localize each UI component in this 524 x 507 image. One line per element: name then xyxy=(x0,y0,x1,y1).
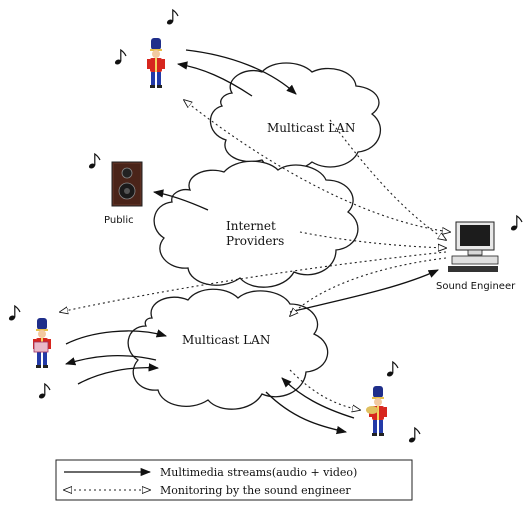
stream-arrow xyxy=(281,377,355,419)
stream-arrow xyxy=(265,391,348,435)
stream-arrow xyxy=(65,329,167,345)
drum-icon xyxy=(33,341,49,353)
cloud-bottom-label: Multicast LAN xyxy=(182,333,270,347)
music-note-icon xyxy=(385,361,399,379)
sound-engineer-label: Sound Engineer xyxy=(436,281,516,292)
stream-arrow xyxy=(77,363,160,385)
cloud-top-multicast-lan xyxy=(209,62,382,172)
monitoring-arrow xyxy=(60,251,447,312)
music-note-icon xyxy=(87,153,101,171)
stream-arrow xyxy=(289,269,439,313)
cloud-middle-label-line1: Internet xyxy=(226,219,276,233)
music-note-icon xyxy=(509,215,523,233)
legend-solid-label: Multimedia streams(audio + video) xyxy=(160,466,357,479)
music-note-icon xyxy=(37,383,51,401)
music-note-icon xyxy=(165,9,179,27)
public-label: Public xyxy=(104,215,134,226)
stream-arrow xyxy=(176,61,253,97)
legend-dotted-label: Monitoring by the sound engineer xyxy=(160,484,351,497)
music-note-icon xyxy=(113,49,127,67)
musician-top-icon xyxy=(147,38,165,88)
cloud-bottom-multicast-lan xyxy=(127,288,329,410)
cymbal-icon xyxy=(366,406,378,414)
music-note-icon xyxy=(7,305,21,323)
workstation-icon xyxy=(448,221,499,272)
stream-arrow xyxy=(65,354,157,366)
cloud-middle-label-line2: Providers xyxy=(226,234,284,248)
cloud-top-label: Multicast LAN xyxy=(267,121,355,135)
stream-arrow xyxy=(185,49,297,95)
music-note-icon xyxy=(407,427,421,445)
monitoring-arrow xyxy=(289,369,360,410)
loudspeaker-icon xyxy=(111,161,143,207)
